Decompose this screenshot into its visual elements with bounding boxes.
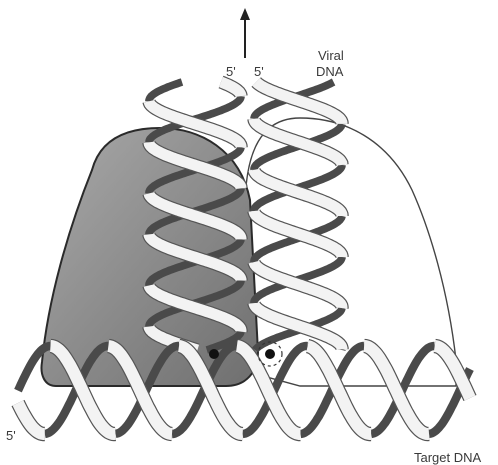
viral-left-strand-2-back-3 [149,82,182,101]
target-strand-1-face-0 [18,403,45,434]
viral-dna-helix-right [254,82,342,350]
up-arrow-icon [240,8,250,58]
five-prime-left-label: 5' [226,64,236,79]
cleavage-site-right [265,349,275,359]
five-prime-bottom-label: 5' [6,428,16,443]
target-dna-label: Target DNA [414,450,482,465]
five-prime-right-label: 5' [254,64,264,79]
viral-dna-label-line1: Viral [318,48,344,63]
cleavage-site-left [209,349,219,359]
viral-dna-label-line2: DNA [316,64,344,79]
